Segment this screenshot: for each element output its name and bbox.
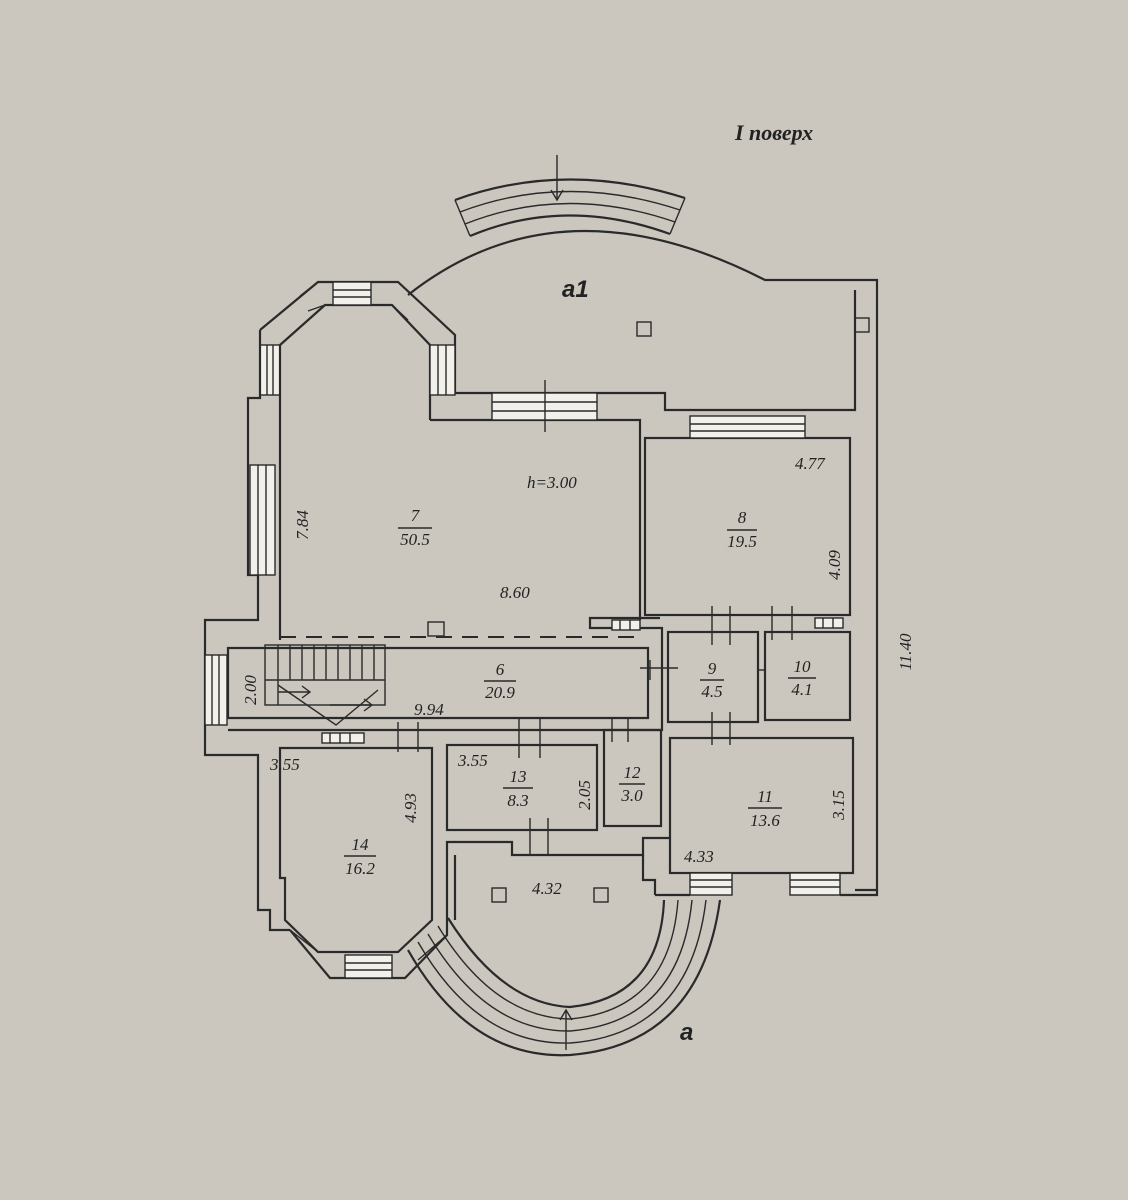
room-11 xyxy=(655,736,879,897)
dim-r6-depth: 2.00 xyxy=(241,675,260,705)
floor-title: I поверх xyxy=(734,120,813,145)
room-number: 12 xyxy=(624,763,642,782)
ceiling-height: h=3.00 xyxy=(527,473,577,492)
room-area: 4.5 xyxy=(701,682,722,701)
room-number: 11 xyxy=(757,787,773,806)
room-10 xyxy=(758,606,852,722)
dim-r11-depth: 3.15 xyxy=(829,790,848,821)
room-label-11: 11 13.6 xyxy=(748,787,782,830)
dim-r11-width: 4.33 xyxy=(684,847,714,866)
room-9 xyxy=(666,606,760,745)
room-area: 50.5 xyxy=(400,530,430,549)
room-label-9: 9 4.5 xyxy=(700,659,724,701)
dim-r6-width: 9.94 xyxy=(414,700,444,719)
room-area: 4.1 xyxy=(791,680,812,699)
room-area: 19.5 xyxy=(727,532,757,551)
dim-r8-depth: 4.09 xyxy=(825,550,844,580)
room-label-10: 10 4.1 xyxy=(788,657,816,699)
dim-r14-width: 3.55 xyxy=(269,755,300,774)
staircase xyxy=(264,644,386,726)
room-8 xyxy=(643,415,852,617)
dim-porch-width: 4.32 xyxy=(532,879,562,898)
room-label-7: 7 50.5 xyxy=(398,506,432,549)
bay-window-top xyxy=(259,280,457,420)
dim-total-depth: 11.40 xyxy=(896,633,915,670)
room-number: 9 xyxy=(708,659,717,678)
room-13 xyxy=(445,718,599,855)
room-label-6: 6 20.9 xyxy=(484,660,516,702)
exterior-walls xyxy=(203,330,290,932)
dim-r7-width: 8.60 xyxy=(500,583,530,602)
room-number: 13 xyxy=(510,767,527,786)
porch-a xyxy=(407,855,722,1057)
room-label-13: 13 8.3 xyxy=(503,767,533,810)
terrace-a1 xyxy=(407,155,879,892)
room-number: 6 xyxy=(496,660,505,679)
room-14 xyxy=(278,722,670,980)
room-label-14: 14 16.2 xyxy=(344,835,376,878)
room-area: 8.3 xyxy=(507,791,528,810)
dim-r8-width: 4.77 xyxy=(795,454,826,473)
room-area: 3.0 xyxy=(620,786,643,805)
room-area: 20.9 xyxy=(485,683,515,702)
room-label-12: 12 3.0 xyxy=(619,763,645,805)
room-number: 10 xyxy=(794,657,812,676)
room-number: 14 xyxy=(352,835,370,854)
zone-label-a: а xyxy=(680,1019,693,1046)
room-12 xyxy=(602,718,663,828)
zone-label-a1: а1 xyxy=(562,276,589,303)
room-6 xyxy=(226,616,678,732)
room-7 xyxy=(280,380,642,638)
dim-r14-depth: 4.93 xyxy=(401,793,420,823)
room-label-8: 8 19.5 xyxy=(727,508,757,551)
dim-r13-depth: 2.05 xyxy=(575,780,594,810)
room-area: 16.2 xyxy=(345,859,375,878)
room-number: 8 xyxy=(738,508,747,527)
dim-r7-depth: 7.84 xyxy=(293,510,312,540)
room-area: 13.6 xyxy=(750,811,780,830)
room-number: 7 xyxy=(411,506,421,525)
dim-r13-width: 3.55 xyxy=(457,751,488,770)
